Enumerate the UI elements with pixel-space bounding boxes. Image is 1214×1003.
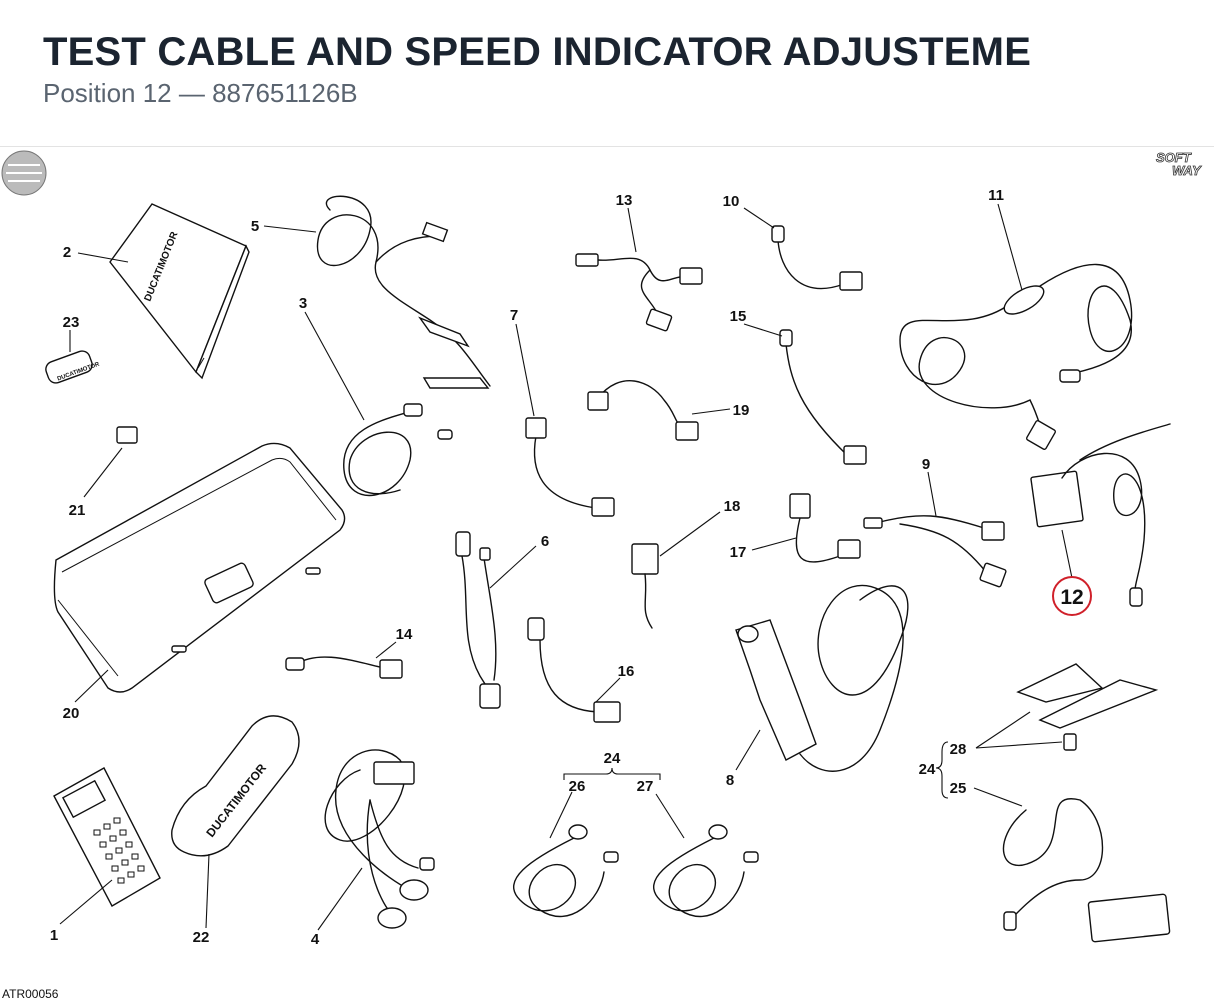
- callout-19: 19: [733, 402, 750, 419]
- callout-2: 2: [63, 244, 71, 261]
- figure-id: ATR00056: [2, 987, 59, 1001]
- callout-11: 11: [988, 187, 1004, 204]
- part-clamp-cable: [316, 195, 491, 389]
- callout-8: 8: [726, 772, 734, 789]
- callout-10: 10: [723, 193, 740, 210]
- callout-7: 7: [510, 307, 518, 324]
- callout-20: 20: [63, 705, 80, 722]
- callout-23: 23: [63, 314, 80, 331]
- part-cable-26: [513, 824, 619, 917]
- part-cable-15: [779, 329, 867, 465]
- callout-12: 12: [1060, 586, 1083, 609]
- callout-16: 16: [618, 663, 635, 680]
- part-cable-25: [1002, 798, 1171, 943]
- part-cable-19: [587, 380, 699, 441]
- callout-13: 13: [616, 192, 633, 209]
- part-cable-27: [653, 824, 759, 917]
- page-subtitle: Position 12 — 887651126B: [43, 78, 358, 108]
- callout-9: 9: [922, 456, 930, 473]
- ducati-corner-logo: [1, 150, 47, 196]
- highlight-ring: [1052, 576, 1092, 616]
- part-test-cable-12: [1030, 423, 1171, 607]
- callout-4: 4: [311, 931, 320, 948]
- part-pouch: DUCATIMOTOR: [171, 715, 300, 857]
- callout-24-mid: 24: [604, 750, 621, 767]
- highlighted-callout: 12: [1052, 576, 1092, 616]
- callout-1: 1: [50, 927, 58, 944]
- part-cable-9: [863, 515, 1007, 588]
- part-cable-14: [285, 656, 403, 679]
- callout-25: 25: [950, 780, 967, 797]
- part-cable-13: [575, 253, 703, 332]
- callout-21: 21: [69, 502, 86, 519]
- callout-6: 6: [541, 533, 549, 550]
- callout-28: 28: [950, 741, 967, 758]
- part-cable-16: [527, 617, 621, 723]
- callout-22: 22: [193, 929, 210, 946]
- part-manual: DUCATIMOTOR: [109, 203, 250, 380]
- part-sensor-cable: [343, 403, 453, 497]
- brace-24-right: [935, 741, 949, 799]
- header: TEST CABLE AND SPEED INDICATOR ADJUSTEME…: [0, 0, 1214, 147]
- part-bracket: [1016, 663, 1159, 751]
- brace-24-mid: [563, 767, 661, 780]
- callout-14: 14: [396, 626, 413, 643]
- callout-17: 17: [730, 544, 747, 561]
- part-cable-11: [899, 263, 1133, 450]
- part-cable-17: [789, 493, 861, 563]
- part-clamp-meter: [735, 584, 909, 772]
- part-handheld-tester: [53, 767, 161, 907]
- part-cable-7: [525, 417, 615, 517]
- callout-3: 3: [299, 295, 307, 312]
- callout-24-right: 24: [919, 761, 936, 778]
- part-cable-4: [324, 749, 435, 929]
- callout-27: 27: [637, 778, 654, 795]
- softway-logo: SOFT WAY: [1156, 150, 1203, 179]
- part-label-tag: DUCATIMOTOR: [45, 350, 101, 384]
- part-carry-case: [53, 442, 346, 693]
- callout-18: 18: [724, 498, 741, 515]
- part-cable-6: [455, 531, 501, 709]
- callout-26: 26: [569, 778, 586, 795]
- part-cable-18: [631, 543, 659, 629]
- parts-diagram: SOFT WAY DUCATIMOTOR DUCATIMOTOR: [1, 150, 1203, 948]
- page-title: TEST CABLE AND SPEED INDICATOR ADJUSTEME: [43, 30, 1032, 74]
- part-cable-10: [771, 225, 863, 291]
- callout-labels: 1 2 3 4 5 6 7 8 9 10 11 13 14 15 16 17 1…: [50, 187, 1004, 948]
- part-small-clip: [116, 426, 138, 444]
- callout-5: 5: [251, 218, 259, 235]
- callout-15: 15: [730, 308, 747, 325]
- softway-logo-top: SOFT: [1156, 150, 1192, 165]
- softway-logo-bottom: WAY: [1172, 163, 1202, 178]
